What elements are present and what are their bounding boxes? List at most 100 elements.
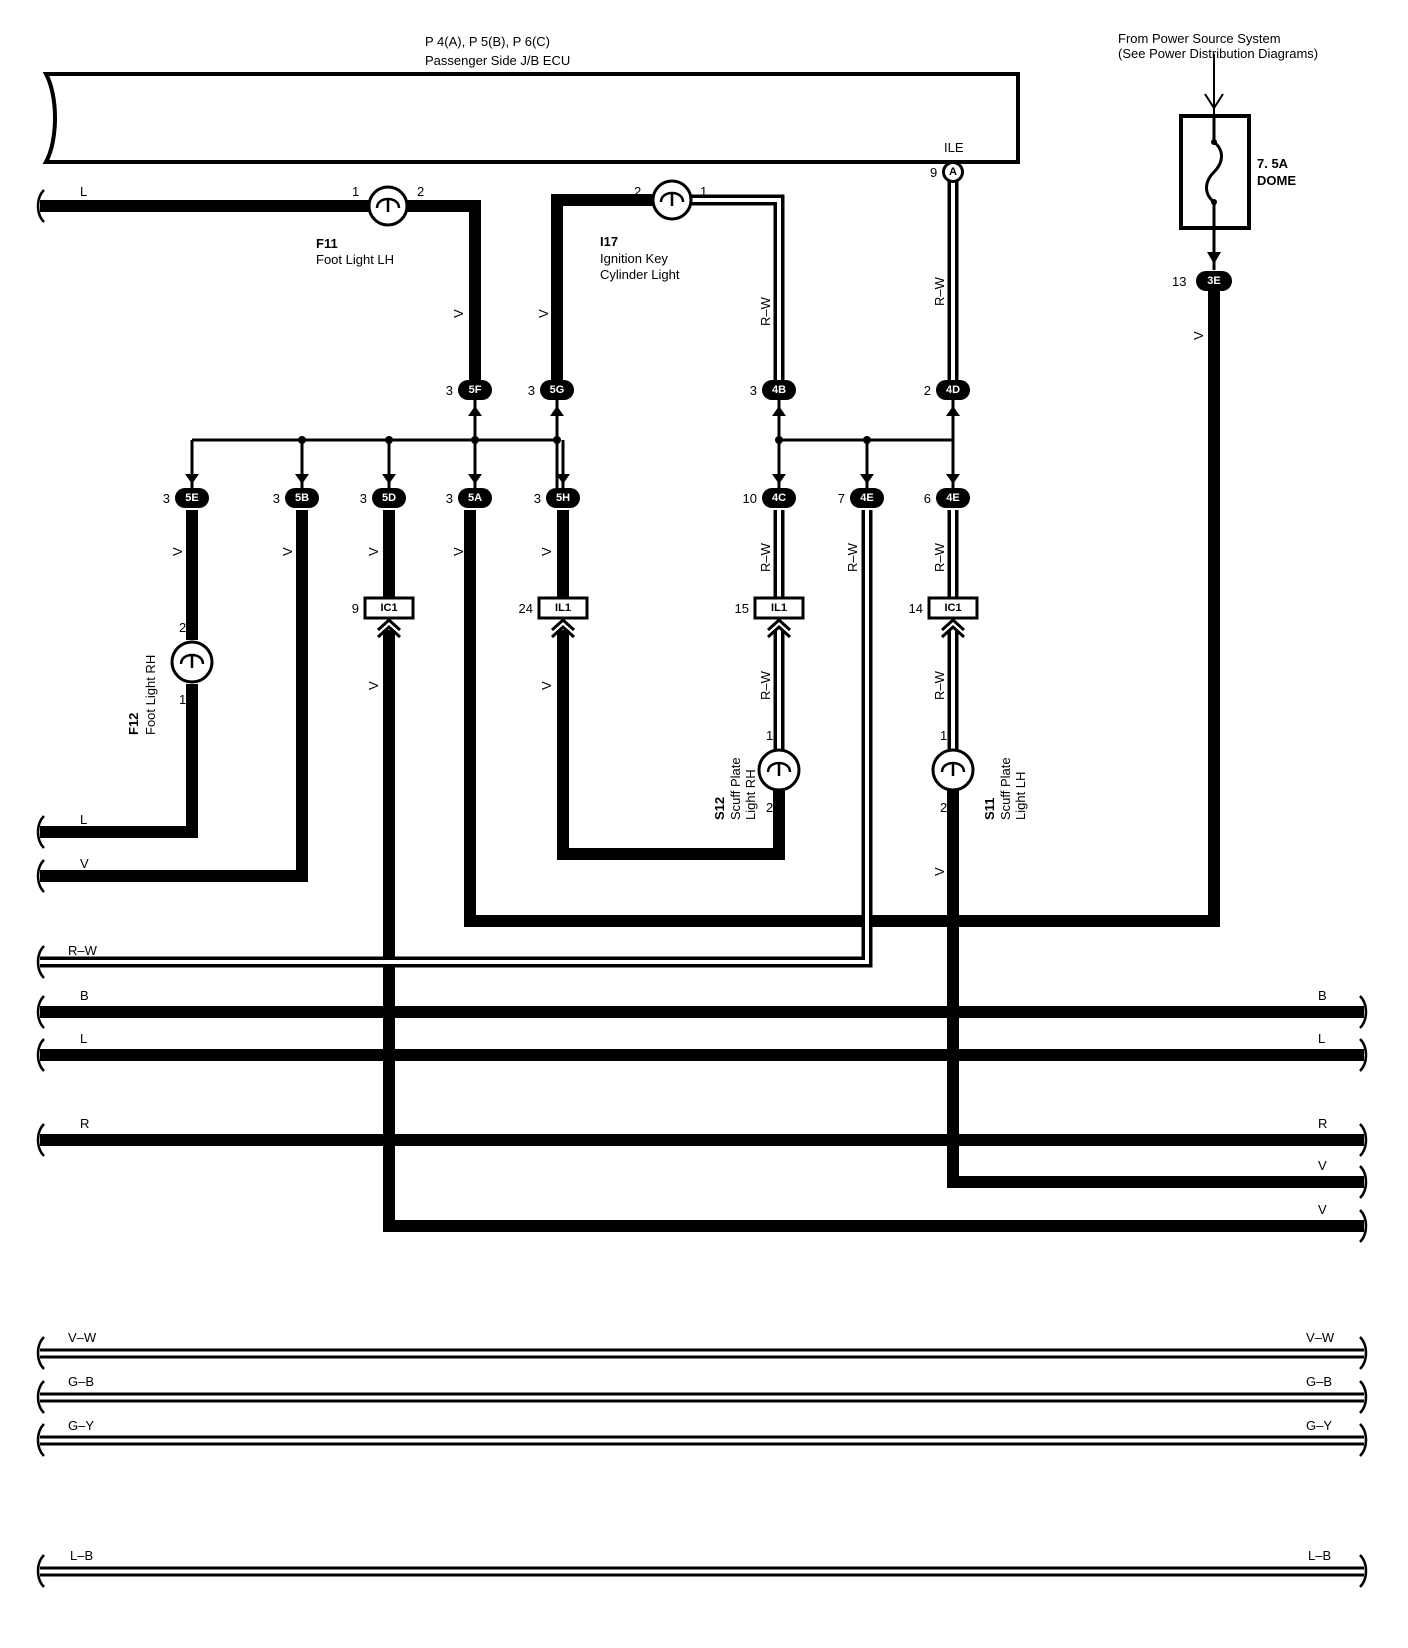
connector-pin: 3 bbox=[446, 491, 453, 506]
svg-text:G–Y: G–Y bbox=[1306, 1418, 1332, 1433]
svg-text:2: 2 bbox=[634, 184, 641, 199]
ecu-pin-label: ILE bbox=[944, 140, 964, 155]
f11-name: Foot Light LH bbox=[316, 252, 394, 267]
svg-text:S11: S11 bbox=[982, 798, 997, 820]
svg-text:R: R bbox=[80, 1116, 89, 1131]
connector-3e: 3E 13 bbox=[1172, 271, 1232, 291]
svg-text:B: B bbox=[1318, 988, 1327, 1003]
ecu-subtitle: Passenger Side J/B ECU bbox=[425, 53, 570, 68]
svg-text:R–W: R–W bbox=[845, 542, 860, 572]
svg-text:Scuff Plate: Scuff Plate bbox=[728, 757, 743, 820]
svg-text:R–W: R–W bbox=[758, 296, 773, 326]
connector-pin: 3 bbox=[360, 491, 367, 506]
svg-text:L: L bbox=[80, 812, 87, 827]
inline-connector-id: IL1 bbox=[555, 602, 571, 614]
svg-text:R–W: R–W bbox=[932, 542, 947, 572]
inline-connector-0: IC1 9 bbox=[352, 596, 415, 639]
connector-lower-1: 5B3 bbox=[273, 488, 319, 508]
connector-id: 5H bbox=[556, 492, 570, 504]
ecu-pin-a: A 9 bbox=[930, 161, 964, 183]
connector-lower-4: 5H3 bbox=[534, 488, 580, 508]
connector-pin: 6 bbox=[924, 491, 931, 506]
inline-connector-pin: 24 bbox=[519, 601, 533, 616]
junction-block-ecu: P 4(A), P 5(B), P 6(C) Passenger Side J/… bbox=[42, 34, 1020, 164]
svg-text:Scuff Plate: Scuff Plate bbox=[998, 757, 1013, 820]
svg-text:Foot Light RH: Foot Light RH bbox=[143, 655, 158, 735]
svg-text:3E: 3E bbox=[1207, 275, 1220, 287]
svg-text:1: 1 bbox=[352, 184, 359, 199]
connector-pin: 3 bbox=[750, 383, 757, 398]
svg-text:L–B: L–B bbox=[70, 1548, 93, 1563]
svg-text:L–B: L–B bbox=[1308, 1548, 1331, 1563]
svg-text:2: 2 bbox=[417, 184, 424, 199]
inline-connector-pin: 9 bbox=[352, 601, 359, 616]
lamp-s11: 1 2 S11 Scuff Plate Light LH bbox=[931, 728, 1028, 820]
lamp-f12: 2 1 F12 Foot Light RH bbox=[126, 620, 214, 735]
svg-text:L: L bbox=[80, 184, 87, 199]
connector-id: 5D bbox=[382, 492, 396, 504]
svg-text:V–W: V–W bbox=[68, 1330, 97, 1345]
svg-text:V: V bbox=[539, 547, 554, 556]
svg-text:1: 1 bbox=[766, 728, 773, 743]
connector-pin: 10 bbox=[743, 491, 757, 506]
svg-text:R–W: R–W bbox=[758, 670, 773, 700]
inline-connector-1: IL1 24 bbox=[519, 596, 589, 639]
connector-lower-6: 4E7 bbox=[838, 488, 884, 508]
svg-text:9: 9 bbox=[930, 165, 937, 180]
connectors-lower: 5E3 5B3 5D 3 5A 3 5H3 4C 10 4E7 4E 6 bbox=[163, 488, 970, 508]
connector-pin: 3 bbox=[446, 383, 453, 398]
svg-text:B: B bbox=[80, 988, 89, 1003]
svg-text:V: V bbox=[932, 867, 947, 876]
connector-id: 5E bbox=[185, 492, 198, 504]
svg-text:R–W: R–W bbox=[932, 670, 947, 700]
svg-text:2: 2 bbox=[766, 800, 773, 815]
svg-text:L: L bbox=[80, 1031, 87, 1046]
connector-lower-7: 4E 6 bbox=[924, 488, 970, 508]
connector-id: 4D bbox=[946, 384, 960, 396]
svg-text:R: R bbox=[1318, 1116, 1327, 1131]
power-source-line1: From Power Source System bbox=[1118, 31, 1281, 46]
svg-text:13: 13 bbox=[1172, 274, 1186, 289]
connector-lower-0: 5E3 bbox=[163, 488, 209, 508]
svg-text:G–B: G–B bbox=[1306, 1374, 1332, 1389]
connector-id: 4C bbox=[772, 492, 786, 504]
wires-thick bbox=[40, 180, 1364, 1232]
svg-text:2: 2 bbox=[940, 800, 947, 815]
connector-lower-3: 5A 3 bbox=[446, 488, 492, 508]
svg-text:V: V bbox=[536, 309, 551, 318]
wire-break-marks bbox=[36, 189, 1368, 1588]
svg-text:V: V bbox=[539, 681, 554, 690]
svg-text:Light RH: Light RH bbox=[743, 769, 758, 820]
svg-text:V: V bbox=[451, 309, 466, 318]
connector-id: 4E bbox=[946, 492, 959, 504]
svg-text:R–W: R–W bbox=[68, 943, 98, 958]
svg-text:V: V bbox=[80, 856, 89, 871]
svg-text:V: V bbox=[451, 547, 466, 556]
connector-pin: 2 bbox=[924, 383, 931, 398]
svg-text:V: V bbox=[1191, 331, 1206, 340]
svg-text:Light LH: Light LH bbox=[1013, 772, 1028, 820]
inline-connector-pin: 14 bbox=[909, 601, 923, 616]
svg-text:V: V bbox=[170, 547, 185, 556]
svg-text:Ignition Key: Ignition Key bbox=[600, 251, 668, 266]
connector-id: 4B bbox=[772, 384, 786, 396]
svg-text:V: V bbox=[280, 547, 295, 556]
svg-text:R–W: R–W bbox=[758, 542, 773, 572]
connector-upper-3: 4D 2 bbox=[924, 380, 970, 400]
connector-upper-2: 4B 3 bbox=[750, 380, 796, 400]
splice-arrows bbox=[185, 252, 1221, 484]
inline-connector-id: IC1 bbox=[380, 602, 397, 614]
svg-text:A: A bbox=[949, 166, 957, 178]
svg-text:V–W: V–W bbox=[1306, 1330, 1335, 1345]
fuse-rating: 7. 5A bbox=[1257, 156, 1289, 171]
connector-upper-1: 5G3 bbox=[528, 380, 574, 400]
connector-id: 5A bbox=[468, 492, 482, 504]
svg-text:S12: S12 bbox=[712, 797, 727, 820]
ecu-title: P 4(A), P 5(B), P 6(C) bbox=[425, 34, 550, 49]
svg-text:V: V bbox=[1318, 1202, 1327, 1217]
svg-text:I17: I17 bbox=[600, 234, 618, 249]
